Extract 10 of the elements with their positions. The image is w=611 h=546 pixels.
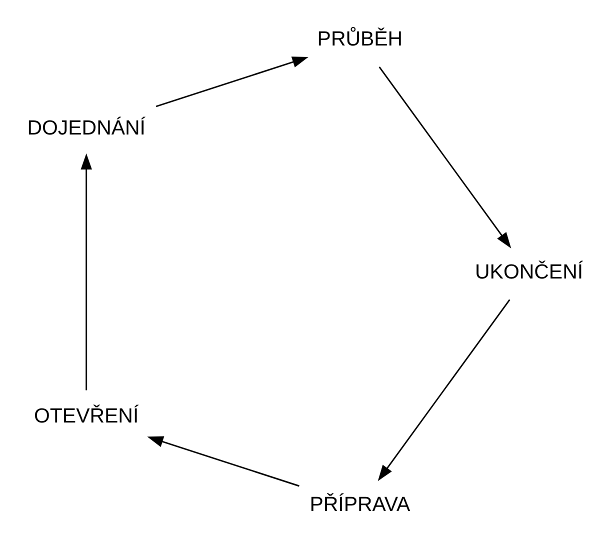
node-text: UKONČENÍ: [475, 260, 584, 284]
node-text: OTEVŘENÍ: [34, 404, 139, 428]
arrow: [147, 436, 300, 487]
node-text: PŘÍPRAVA: [310, 493, 410, 516]
arrow: [156, 56, 308, 108]
arrow: [378, 66, 512, 248]
arrow: [80, 153, 92, 390]
node-text: PRŮBĚH: [317, 28, 403, 51]
node-text: DOJEDNÁNÍ: [27, 116, 146, 140]
arrow: [378, 299, 510, 482]
